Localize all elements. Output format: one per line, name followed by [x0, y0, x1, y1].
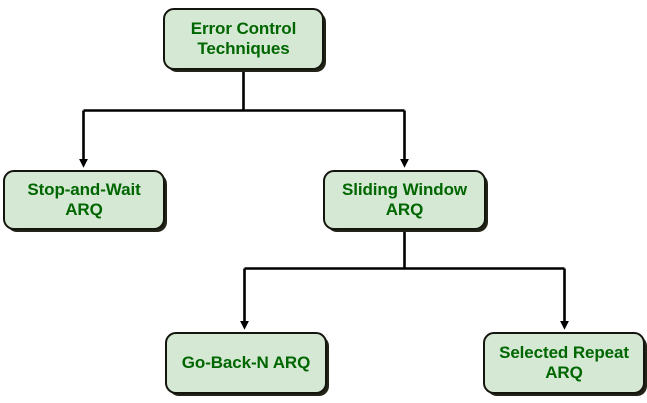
- node-label-line-1: Stop-and-Wait: [27, 179, 141, 199]
- node-stop-and-wait-arq[interactable]: Stop-and-Wait ARQ: [3, 170, 165, 230]
- node-label-line-1: Sliding Window: [342, 179, 467, 199]
- node-sliding-window-arq[interactable]: Sliding Window ARQ: [323, 170, 486, 230]
- node-label-line-2: Techniques: [197, 39, 290, 58]
- node-label-line-1: Error Control: [190, 18, 297, 38]
- node-selected-repeat-arq[interactable]: Selected Repeat ARQ: [483, 332, 645, 394]
- node-label-line-2: ARQ: [65, 200, 103, 219]
- node-label-line-2: ARQ: [545, 363, 583, 382]
- node-label-line-2: ARQ: [385, 200, 424, 219]
- node-label-line-1: Selected Repeat: [499, 342, 629, 362]
- node-go-back-n-arq[interactable]: Go-Back-N ARQ: [165, 332, 327, 394]
- node-label-line-1: Go-Back-N ARQ: [181, 352, 311, 372]
- node-error-control-techniques[interactable]: Error Control Techniques: [163, 8, 324, 70]
